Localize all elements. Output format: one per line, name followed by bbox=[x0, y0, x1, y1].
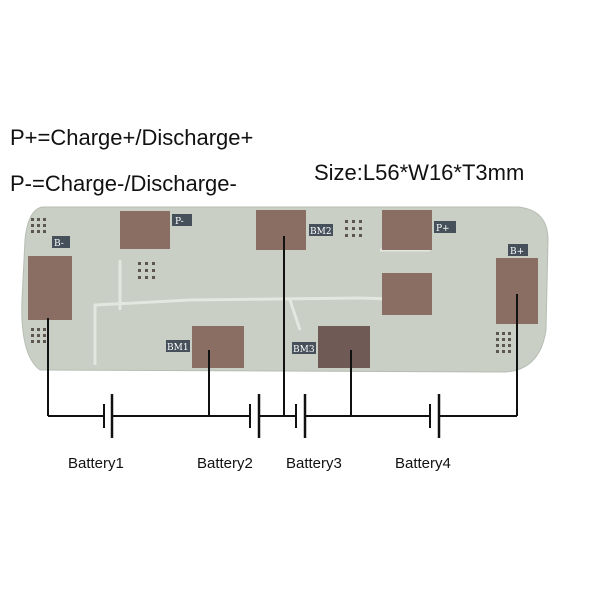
battery-3-label: Battery3 bbox=[286, 455, 342, 472]
pad-bm2 bbox=[256, 210, 306, 250]
battery-1-label: Battery1 bbox=[68, 455, 124, 472]
via-grid-left bbox=[31, 218, 46, 343]
silk-p-minus: P- bbox=[175, 217, 184, 227]
silk-p-plus: P+ bbox=[436, 224, 450, 234]
battery-4-label: Battery4 bbox=[395, 455, 451, 472]
pad-b-minus bbox=[28, 256, 72, 320]
silk-bm2: BM2 bbox=[310, 227, 332, 237]
pad-bm3 bbox=[318, 326, 370, 368]
silk-b-plus: B+ bbox=[510, 247, 524, 257]
p-minus-definition: P-=Charge-/Discharge- bbox=[10, 171, 237, 196]
via-grid-right bbox=[496, 332, 511, 353]
pad-bm1 bbox=[192, 326, 244, 368]
silk-bm1: BM1 bbox=[167, 343, 189, 353]
battery-2-label: Battery2 bbox=[197, 455, 253, 472]
via-grid-mid-left bbox=[138, 262, 155, 279]
board-size-label: Size:L56*W16*T3mm bbox=[314, 160, 525, 185]
silk-b-minus: B- bbox=[54, 239, 64, 249]
pad-p-minus bbox=[120, 211, 170, 249]
silk-bm3: BM3 bbox=[293, 345, 315, 355]
pad-p-plus-lower bbox=[382, 273, 432, 315]
battery-wiring bbox=[47, 236, 518, 438]
via-grid-mid-right bbox=[345, 220, 362, 237]
p-plus-definition: P+=Charge+/Discharge+ bbox=[10, 125, 254, 150]
pad-p-plus bbox=[382, 210, 432, 250]
